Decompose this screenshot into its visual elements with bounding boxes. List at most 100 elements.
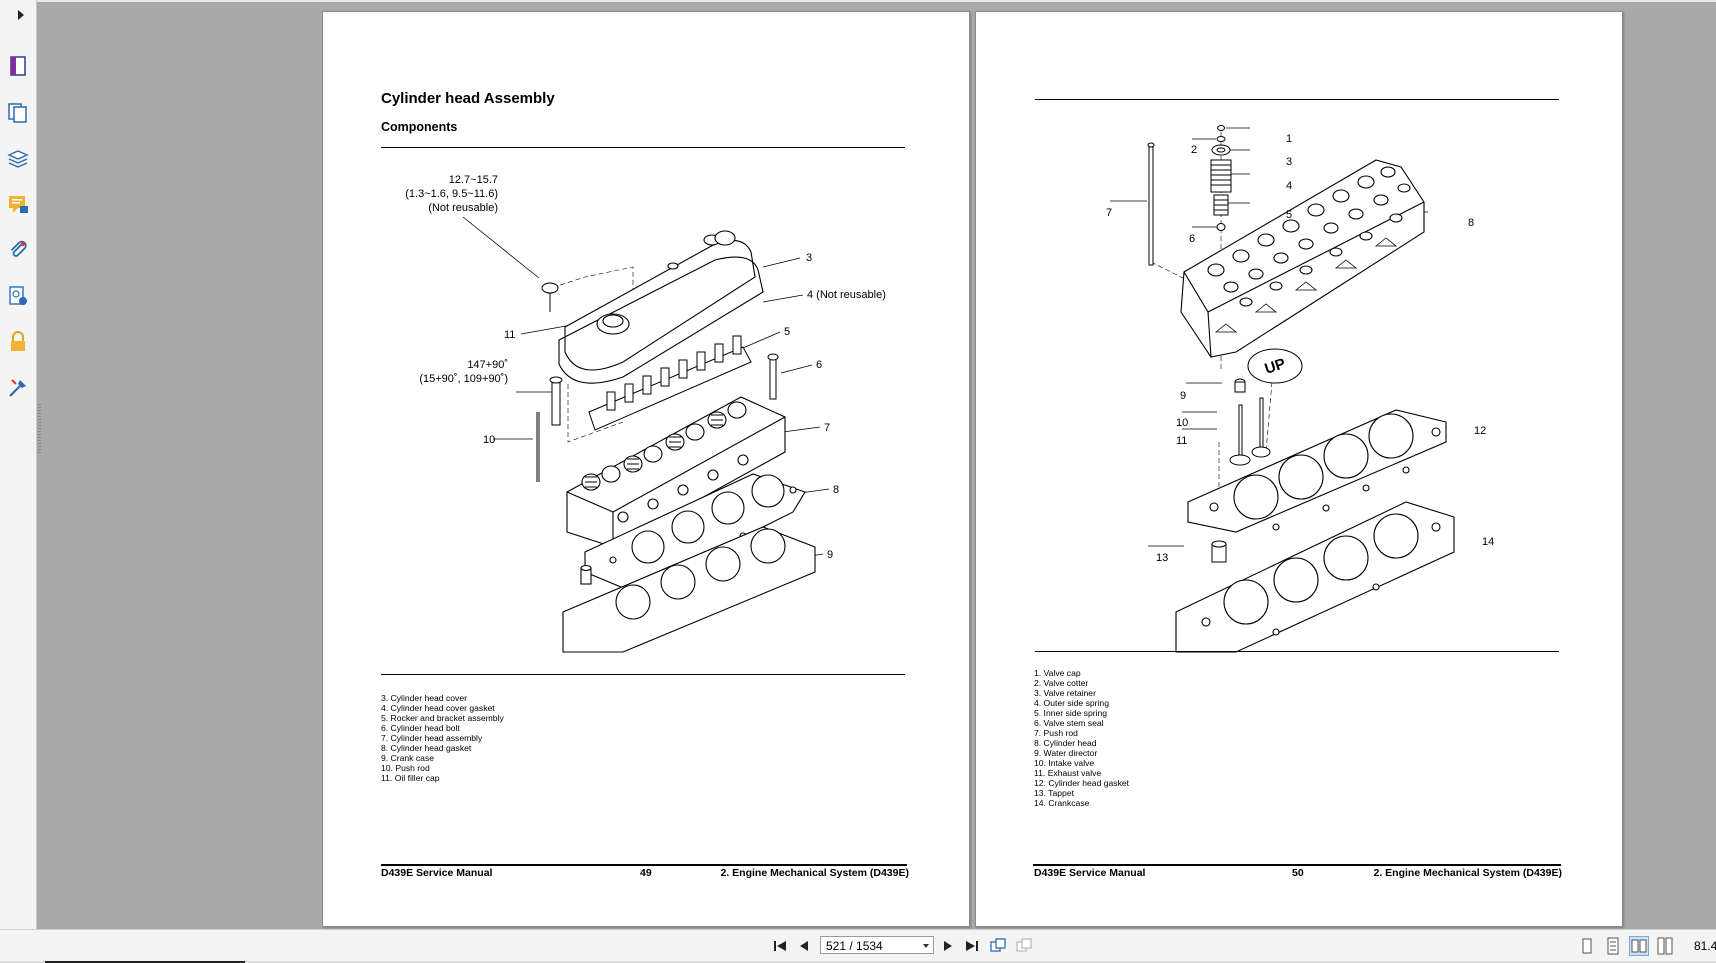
- legend-item: 5. Inner side spring: [1034, 708, 1108, 718]
- legend-rule: [1035, 651, 1559, 652]
- legend-item: 11. Oil filler cap: [381, 773, 440, 783]
- attachments-icon[interactable]: [6, 238, 30, 262]
- legend-item: 8. Cylinder head gasket: [381, 743, 472, 753]
- legend-item: 14. Crankcase: [1034, 798, 1090, 808]
- single-page-view-icon[interactable]: [1578, 937, 1596, 955]
- section-subtitle: Components: [381, 120, 458, 134]
- last-page-icon[interactable]: [964, 938, 980, 954]
- legend-item: 4. Outer side spring: [1034, 698, 1109, 708]
- callout-label: 4 (Not reusable): [807, 289, 886, 301]
- pages-icon[interactable]: [6, 100, 30, 124]
- legend-item: 8. Cylinder head: [1034, 738, 1097, 748]
- document-page-50: UP 1 2 3 4: [975, 11, 1623, 927]
- callout-label: 9: [827, 549, 833, 561]
- callout-label: 13: [1156, 552, 1168, 564]
- callout-label: 7: [1106, 207, 1112, 219]
- callout-label: 3: [1286, 156, 1292, 168]
- footer-manual-name: D439E Service Manual: [1034, 867, 1146, 879]
- footer-section-name: 2. Engine Mechanical System (D439E): [720, 867, 910, 879]
- first-page-icon[interactable]: [772, 938, 788, 954]
- two-page-view-icon[interactable]: [1629, 936, 1649, 956]
- torque-value-label: 147+90˚: [467, 359, 508, 371]
- next-page-icon[interactable]: [940, 938, 956, 954]
- callout-label: 7: [824, 422, 830, 434]
- left-sidebar: [0, 0, 37, 929]
- zoom-level[interactable]: 81.4: [1694, 939, 1716, 953]
- footer-page-number: 49: [640, 867, 652, 879]
- signatures-icon[interactable]: [6, 284, 30, 308]
- callout-label: 14: [1482, 536, 1494, 548]
- legend-item: 5. Rocker and bracket assembly: [381, 713, 504, 723]
- footer-rule: [1033, 864, 1561, 866]
- go-back-view-icon[interactable]: [990, 938, 1006, 954]
- page-thumbnail-icon[interactable]: [6, 54, 30, 78]
- header-rule: [381, 147, 905, 148]
- callout-label: 6: [816, 359, 822, 371]
- up-marker-icon: UP: [1247, 348, 1303, 384]
- legend-item: 6. Valve stem seal: [1034, 718, 1104, 728]
- callout-label: 10: [1176, 417, 1188, 429]
- callout-label: 2: [1191, 144, 1197, 156]
- previous-page-icon[interactable]: [796, 938, 812, 954]
- page-title: Cylinder head Assembly: [381, 90, 555, 107]
- expand-sidebar-icon[interactable]: [18, 10, 24, 20]
- security-lock-icon[interactable]: [6, 330, 30, 354]
- tools-icon[interactable]: [6, 376, 30, 400]
- chevron-down-icon[interactable]: [923, 944, 929, 948]
- parts-legend: 3. Cylinder head cover 4. Cylinder head …: [381, 693, 504, 783]
- callout-label: 5: [1286, 209, 1292, 221]
- legend-item: 11. Exhaust valve: [1034, 768, 1102, 778]
- sidebar-resize-handle[interactable]: [38, 404, 41, 454]
- footer-page-number: 50: [1292, 867, 1304, 879]
- layers-icon[interactable]: [6, 146, 30, 170]
- legend-item: 3. Valve retainer: [1034, 688, 1096, 698]
- callout-label: 9: [1180, 390, 1186, 402]
- legend-item: 12. Cylinder head gasket: [1034, 778, 1130, 788]
- callout-label: 11: [1176, 435, 1187, 447]
- legend-item: 1. Valve cap: [1034, 668, 1081, 678]
- torque-alt-label: (15+90˚, 109+90˚): [419, 373, 508, 385]
- callout-label: 12: [1474, 425, 1486, 437]
- footer-section-name: 2. Engine Mechanical System (D439E): [1373, 867, 1563, 879]
- callout-label: 6: [1189, 233, 1195, 245]
- continuous-view-icon[interactable]: [1604, 937, 1622, 955]
- footer-manual-name: D439E Service Manual: [381, 867, 493, 879]
- legend-item: 7. Cylinder head assembly: [381, 733, 483, 743]
- legend-item: 3. Cylinder head cover: [381, 693, 467, 703]
- callout-label: 4: [1286, 180, 1292, 192]
- two-page-scroll-view-icon[interactable]: [1656, 937, 1674, 955]
- valve-train-diagram: UP 1 2 3 4: [1106, 125, 1494, 653]
- legend-item: 10. Intake valve: [1034, 758, 1095, 768]
- svg-text:UP: UP: [1263, 355, 1288, 378]
- go-forward-view-icon[interactable]: [1016, 938, 1032, 954]
- callout-label: 5: [784, 326, 790, 338]
- legend-item: 9. Crank case: [381, 753, 435, 763]
- torque-alt-label: (1.3~1.6, 9.5~11.6): [405, 188, 498, 200]
- callout-label: 11: [504, 329, 515, 341]
- legend-item: 7. Push rod: [1034, 728, 1078, 738]
- bottom-toolbar: 521 / 1534 81.4: [0, 929, 1716, 963]
- callout-label: 8: [833, 484, 839, 496]
- callout-label: 1: [1286, 133, 1292, 145]
- footer-rule: [381, 864, 907, 866]
- torque-value-label: 12.7~15.7: [449, 174, 498, 186]
- legend-item: 4. Cylinder head cover gasket: [381, 703, 495, 713]
- document-page-49: Cylinder head Assembly Components 12.7~1…: [322, 11, 970, 927]
- legend-item: 6. Cylinder head bolt: [381, 723, 460, 733]
- page-number-value: 521 / 1534: [826, 939, 883, 953]
- legend-item: 9. Water director: [1034, 748, 1098, 758]
- legend-item: 10. Push rod: [381, 763, 430, 773]
- callout-label: 8: [1468, 217, 1474, 229]
- callout-label: 3: [806, 252, 812, 264]
- comments-icon[interactable]: [6, 192, 30, 216]
- header-rule: [1035, 99, 1559, 100]
- legend-item: 13. Tappet: [1034, 788, 1074, 798]
- components-diagram: 12.7~15.7 (1.3~1.6, 9.5~11.6) (Not reusa…: [405, 174, 886, 653]
- callout-label: 10: [483, 434, 495, 446]
- legend-item: 2. Valve cotter: [1034, 678, 1089, 688]
- legend-rule: [381, 674, 905, 675]
- page-number-field[interactable]: 521 / 1534: [820, 936, 934, 954]
- not-reusable-label: (Not reusable): [428, 202, 498, 214]
- top-strip: [0, 0, 1716, 2]
- parts-legend: 1. Valve cap 2. Valve cotter 3. Valve re…: [1034, 668, 1129, 808]
